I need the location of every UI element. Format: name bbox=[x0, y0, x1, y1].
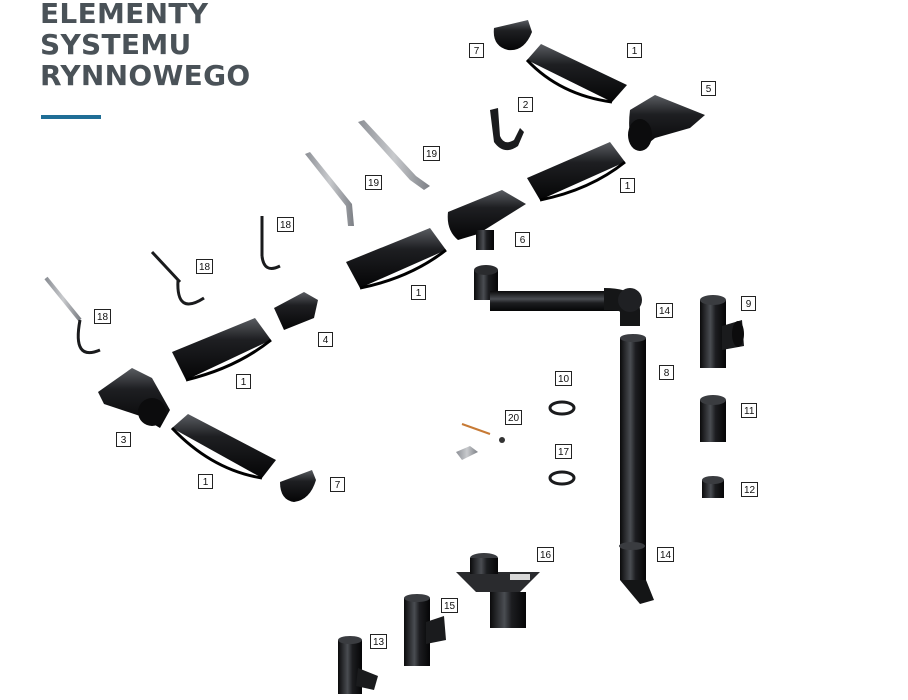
label-19-a: 19 bbox=[423, 146, 441, 161]
clip-10 bbox=[548, 400, 576, 416]
corner-3 bbox=[98, 368, 170, 428]
hanger-2 bbox=[490, 108, 524, 151]
label-12: 12 bbox=[741, 482, 759, 497]
outlet-6 bbox=[447, 190, 526, 250]
elbow-14-top bbox=[474, 265, 642, 326]
title-line-3: RYNNOWEGO bbox=[40, 59, 251, 92]
diverter-13 bbox=[338, 636, 378, 694]
label-1-b: 1 bbox=[620, 178, 635, 193]
title-line-1: ELEMENTY bbox=[40, 0, 209, 30]
tee-15 bbox=[404, 594, 446, 666]
gutter-1-top bbox=[525, 44, 627, 104]
label-2: 2 bbox=[518, 97, 533, 112]
label-4: 4 bbox=[318, 332, 333, 347]
gutter-1-upper-right bbox=[527, 142, 626, 202]
socket-11 bbox=[700, 395, 726, 442]
label-1-a: 1 bbox=[627, 43, 642, 58]
end-cap-7-bottom bbox=[280, 470, 316, 502]
gutter-1-bottom bbox=[170, 414, 276, 480]
strap-19-a bbox=[305, 152, 354, 226]
label-8: 8 bbox=[659, 365, 674, 380]
downpipe-8 bbox=[620, 334, 646, 548]
tee-9 bbox=[700, 295, 744, 368]
label-11: 11 bbox=[741, 403, 758, 418]
connector-4 bbox=[274, 292, 318, 330]
label-18-a: 18 bbox=[277, 217, 295, 232]
label-7-a: 7 bbox=[469, 43, 484, 58]
corner-5 bbox=[628, 95, 705, 151]
label-1-c: 1 bbox=[411, 285, 426, 300]
fixing-20 bbox=[456, 423, 505, 460]
bracket-18-a bbox=[44, 276, 101, 355]
label-10: 10 bbox=[555, 371, 573, 386]
bracket-18-c bbox=[260, 216, 281, 270]
strap-19-b bbox=[358, 120, 430, 190]
page-title: ELEMENTY SYSTEMU RYNNOWEGO bbox=[40, 0, 250, 91]
gutter-1-left bbox=[172, 318, 272, 382]
title-accent-bar bbox=[41, 115, 101, 119]
label-19-b: 19 bbox=[365, 175, 383, 190]
label-7-b: 7 bbox=[330, 477, 345, 492]
label-16: 16 bbox=[537, 547, 555, 562]
label-15: 15 bbox=[441, 598, 459, 613]
cap-12 bbox=[702, 476, 724, 498]
label-20: 20 bbox=[505, 410, 523, 425]
label-17: 17 bbox=[555, 444, 573, 459]
label-1-d: 1 bbox=[236, 374, 251, 389]
label-9: 9 bbox=[741, 296, 756, 311]
gutter-1-middle bbox=[346, 228, 447, 290]
elbow-14-bottom bbox=[619, 542, 654, 604]
label-18-b: 18 bbox=[196, 259, 214, 274]
label-18-c: 18 bbox=[94, 309, 112, 324]
gully-16 bbox=[456, 553, 540, 628]
bracket-18-b bbox=[150, 250, 205, 306]
label-14-b: 14 bbox=[657, 547, 675, 562]
label-13: 13 bbox=[370, 634, 388, 649]
label-5: 5 bbox=[701, 81, 716, 96]
label-3: 3 bbox=[116, 432, 131, 447]
title-line-2: SYSTEMU bbox=[40, 28, 192, 61]
label-1-e: 1 bbox=[198, 474, 213, 489]
label-14-a: 14 bbox=[656, 303, 674, 318]
label-6: 6 bbox=[515, 232, 530, 247]
end-cap-7-top bbox=[493, 20, 532, 51]
clip-17 bbox=[548, 470, 576, 486]
